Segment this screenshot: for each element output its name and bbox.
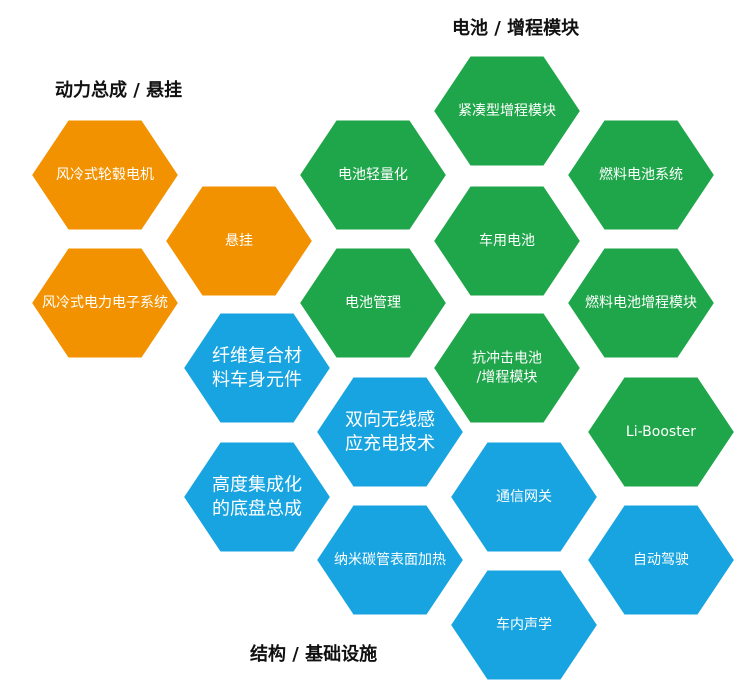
hex-label: 燃料电池增程模块 [585,294,697,311]
hexagon-shape [163,184,315,298]
hexagon-shape [565,118,717,232]
hexagon-shape [448,568,600,682]
hex-label: 纳米碳管表面加热 [334,552,446,568]
hexagon-shape [297,118,449,232]
category-label-battery: 电池 / 增程模块 [452,18,580,39]
hex-label: /增程模块 [477,369,538,385]
hexagon-shape [181,440,333,554]
hex-label: 应充电技术 [345,434,435,455]
hexagon-shape [431,184,583,298]
hex-cell-suspension: 悬挂 [163,184,315,298]
hex-label: 电池管理 [345,295,401,311]
hex-cell-autonomous-driving: 自动驾驶 [585,503,737,617]
hex-label: 高度集成化 [212,474,302,495]
hex-label: 风冷式轮毂电机 [56,167,154,183]
category-label-structure: 结构 / 基础设施 [250,644,378,665]
category-label-powertrain: 动力总成 / 悬挂 [55,80,183,101]
hex-label: 车用电池 [479,232,535,249]
hex-cell-fuel-cell-range-extender: 燃料电池增程模块 [565,246,717,360]
hex-cell-power-electronics: 风冷式电力电子系统 [29,246,181,360]
hex-cell-li-booster: Li-Booster [585,375,737,489]
hexagon-shape [297,246,449,360]
hex-label: 料车身元件 [212,370,302,391]
hex-label: 紧凑型增程模块 [458,102,556,119]
hex-label: 通信网关 [496,489,552,505]
hexagon-shape [29,118,181,232]
hex-label: 纤维复合材 [212,345,302,366]
hex-cell-battery-management: 电池管理 [297,246,449,360]
hex-cell-fuel-cell-system: 燃料电池系统 [565,118,717,232]
hex-cell-impact-resistant-battery: 抗冲击电池/增程模块 [431,311,583,425]
hex-cell-in-car-acoustics: 车内声学 [448,568,600,682]
hexagon-shape [29,246,181,360]
hex-cell-cnt-surface-heating: 纳米碳管表面加热 [314,503,466,617]
hex-label: 抗冲击电池 [472,351,542,367]
hex-cell-compact-range-extender: 紧凑型增程模块 [431,54,583,168]
hexagon-shape [181,311,333,425]
hexagon-shape [314,375,466,489]
hexagon-shape [431,311,583,425]
hex-label: 燃料电池系统 [599,166,683,183]
hex-label: 车内声学 [496,616,552,633]
hexagon-shape [431,54,583,168]
hexagon-shape [565,246,717,360]
hex-cell-battery-lightweight: 电池轻量化 [297,118,449,232]
hex-label: 的底盘总成 [212,499,302,520]
hexagon-shape [448,440,600,554]
hexagon-shape [314,503,466,617]
hexagon-shape [585,375,737,489]
hexagon-shape [585,503,737,617]
hex-cell-gateway: 通信网关 [448,440,600,554]
hex-label: 双向无线感 [345,409,435,430]
hex-cell-vehicle-battery: 车用电池 [431,184,583,298]
hex-cell-hub-motor: 风冷式轮毂电机 [29,118,181,232]
hex-label: 悬挂 [225,233,253,249]
hex-label: Li-Booster [626,424,696,440]
hex-label: 电池轻量化 [338,167,408,183]
hex-label: 风冷式电力电子系统 [42,295,168,311]
hex-label: 自动驾驶 [633,552,689,568]
